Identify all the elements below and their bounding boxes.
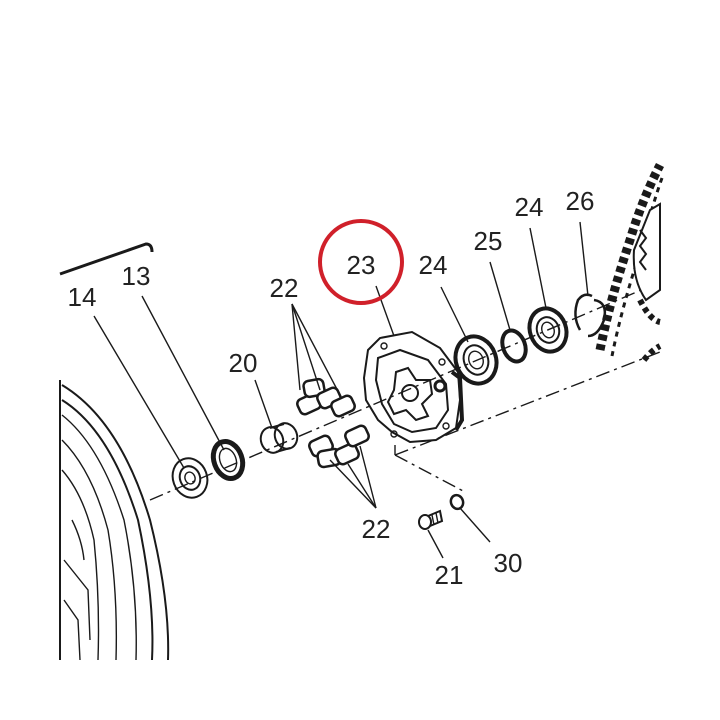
callout-23: 23	[347, 250, 376, 280]
callout-22-bottom: 22	[362, 514, 391, 544]
part-20-spacer	[259, 422, 299, 454]
drive-sprocket	[632, 202, 661, 302]
callout-13: 13	[122, 261, 151, 291]
part-25-circlip	[500, 328, 528, 364]
part-24-bearing-right	[527, 306, 569, 354]
part-22-dampers-lower	[308, 424, 370, 469]
callout-20: 20	[229, 348, 258, 378]
callout-26: 26	[566, 186, 595, 216]
part-23-flange	[362, 330, 465, 444]
callout-24-left: 24	[419, 250, 448, 280]
part-13-seal	[210, 439, 246, 481]
callout-25: 25	[474, 226, 503, 256]
callout-24-right: 24	[515, 192, 544, 222]
highlight-circle	[318, 219, 404, 305]
assembly-axis	[149, 281, 661, 501]
part-26-snap-ring	[574, 293, 607, 338]
callout-30: 30	[494, 548, 523, 578]
part-22-dampers-upper	[296, 377, 356, 418]
wheel-rim	[59, 380, 170, 661]
part-30-washer	[449, 493, 465, 511]
hub-cover-edge	[59, 242, 154, 276]
leader-lines	[93, 221, 589, 559]
callout-21: 21	[435, 560, 464, 590]
part-21-bolt	[418, 509, 444, 530]
callout-14: 14	[68, 282, 97, 312]
callout-22-top: 22	[270, 273, 299, 303]
part-14-bearing	[171, 457, 209, 499]
part-24-bearing-left	[453, 334, 499, 386]
